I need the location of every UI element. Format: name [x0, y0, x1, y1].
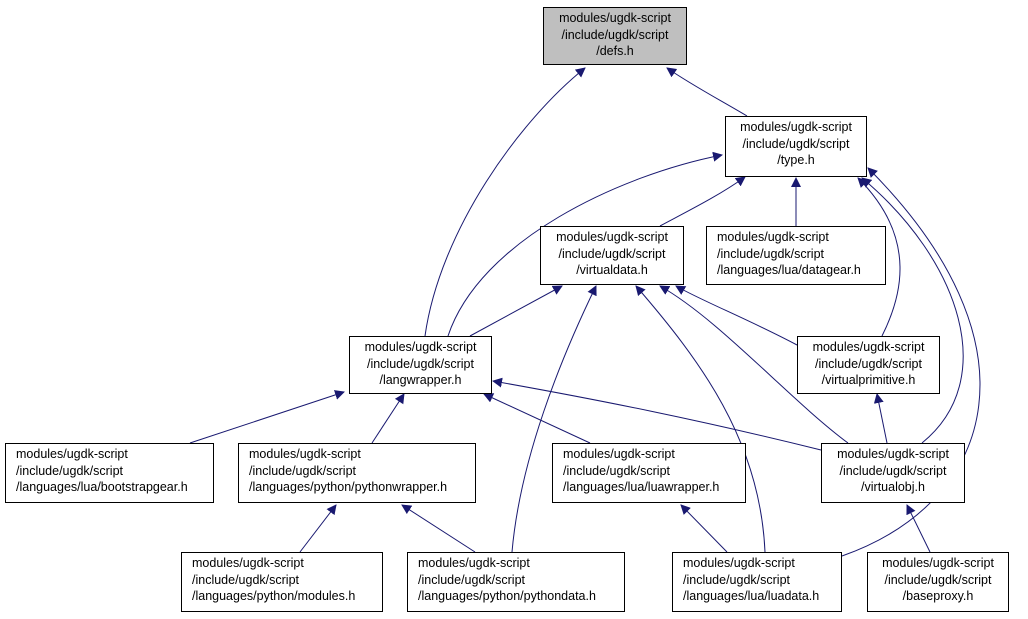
edge-luadata-to-virtualdata [635, 285, 766, 553]
edge-pythonwrapper-to-langwrapper [371, 393, 405, 444]
node-label-line: modules/ugdk-script [812, 340, 925, 354]
node-label-line: /virtualprimitive.h [821, 373, 916, 387]
node-label-line: modules/ugdk-script [882, 556, 994, 570]
edge-type-to-defs [666, 67, 748, 117]
node-label-line: /baseproxy.h [902, 589, 974, 603]
edge-langwrapper-to-virtualdata [469, 285, 563, 337]
node-langwrapper[interactable]: modules/ugdk-script/include/ugdk/script /… [349, 336, 492, 394]
edge-langwrapper-to-type [447, 151, 723, 337]
node-label-line: /include/ugdk/script [561, 27, 669, 42]
edge-luawrapper-to-langwrapper [483, 393, 591, 444]
node-label-line: /include/ugdk/script [839, 463, 947, 478]
node-label-line: /langwrapper.h [379, 373, 462, 387]
node-label-line: /languages/lua/datagear.h [717, 263, 861, 277]
edge-luadata-to-luawrapper [680, 504, 728, 553]
node-label-line: modules/ugdk-script [16, 447, 128, 461]
node-label-line: /include/ugdk/script [192, 572, 300, 587]
edge-langwrapper-to-defs [424, 67, 586, 337]
edge-pythondata-to-pythonwrapper [401, 504, 476, 553]
node-pythonwrapper[interactable]: modules/ugdk-script/include/ugdk/script /… [238, 443, 476, 503]
node-label-line: modules/ugdk-script [559, 11, 671, 25]
node-label-line: /include/ugdk/script [814, 356, 922, 371]
node-label-line: modules/ugdk-script [683, 556, 795, 570]
edge-luadata-to-type [841, 167, 981, 557]
node-label-line: /include/ugdk/script [717, 246, 825, 261]
node-label-line: /include/ugdk/script [418, 572, 526, 587]
node-modules[interactable]: modules/ugdk-script/include/ugdk/script /… [181, 552, 383, 612]
node-label-line: /languages/python/pythonwrapper.h [249, 480, 448, 494]
node-label-line: modules/ugdk-script [364, 340, 477, 354]
edge-virtualobj-to-virtualdata [659, 285, 849, 444]
node-label-line: /include/ugdk/script [366, 356, 474, 371]
node-label-line: /include/ugdk/script [558, 246, 666, 261]
node-label-line: /include/ugdk/script [16, 463, 124, 478]
node-bootstrapgear[interactable]: modules/ugdk-script/include/ugdk/script /… [5, 443, 214, 503]
edge-modules-to-pythonwrapper [299, 504, 337, 553]
node-label-line: /defs.h [596, 44, 634, 58]
node-luadata[interactable]: modules/ugdk-script/include/ugdk/script /… [672, 552, 842, 612]
node-virtualprimitive[interactable]: modules/ugdk-script/include/ugdk/script /… [797, 336, 940, 394]
node-label-line: /languages/python/modules.h [192, 589, 356, 603]
node-datagear[interactable]: modules/ugdk-script/include/ugdk/script /… [706, 226, 886, 285]
node-label-line: /include/ugdk/script [249, 463, 357, 478]
node-label-line: /languages/lua/bootstrapgear.h [16, 480, 188, 494]
node-label-line: modules/ugdk-script [717, 230, 829, 244]
node-label-line: /type.h [777, 153, 815, 167]
node-label-line: modules/ugdk-script [563, 447, 675, 461]
node-label-line: modules/ugdk-script [740, 120, 852, 134]
node-label-line: /include/ugdk/script [742, 136, 850, 151]
node-label-line: modules/ugdk-script [192, 556, 304, 570]
node-virtualobj[interactable]: modules/ugdk-script/include/ugdk/script /… [821, 443, 965, 503]
edge-virtualprimitive-to-type [857, 177, 901, 337]
node-label-line: modules/ugdk-script [418, 556, 530, 570]
node-label-line: /include/ugdk/script [563, 463, 671, 478]
node-label-line: /languages/lua/luawrapper.h [563, 480, 720, 494]
edge-bootstrapgear-to-langwrapper [189, 390, 345, 444]
edge-virtualdata-to-type [659, 176, 746, 227]
node-label-line: /include/ugdk/script [683, 572, 791, 587]
edge-virtualobj-to-langwrapper [492, 377, 822, 451]
node-label-line: modules/ugdk-script [249, 447, 361, 461]
node-label-line: /virtualdata.h [576, 263, 648, 277]
node-virtualdata[interactable]: modules/ugdk-script/include/ugdk/script /… [540, 226, 684, 285]
node-label-line: /include/ugdk/script [884, 572, 992, 587]
node-luawrapper[interactable]: modules/ugdk-script/include/ugdk/script /… [552, 443, 746, 503]
node-defs[interactable]: modules/ugdk-script/include/ugdk/script /… [543, 7, 687, 65]
node-label-line: /virtualobj.h [861, 480, 925, 494]
edge-virtualobj-to-type [861, 177, 964, 444]
node-label-line: /languages/lua/luadata.h [683, 589, 820, 603]
edge-virtualprimitive-to-virtualdata [675, 285, 798, 346]
node-label-line: modules/ugdk-script [837, 447, 949, 461]
edge-baseproxy-to-virtualobj [906, 504, 931, 553]
edge-pythondata-to-virtualdata [511, 285, 597, 553]
node-type[interactable]: modules/ugdk-script/include/ugdk/script /… [725, 116, 867, 177]
edge-virtualobj-to-virtualprimitive [873, 393, 888, 444]
node-baseproxy[interactable]: modules/ugdk-script/include/ugdk/script /… [867, 552, 1009, 612]
node-label-line: /languages/python/pythondata.h [418, 589, 596, 603]
node-pythondata[interactable]: modules/ugdk-script/include/ugdk/script /… [407, 552, 625, 612]
node-label-line: modules/ugdk-script [556, 230, 668, 244]
